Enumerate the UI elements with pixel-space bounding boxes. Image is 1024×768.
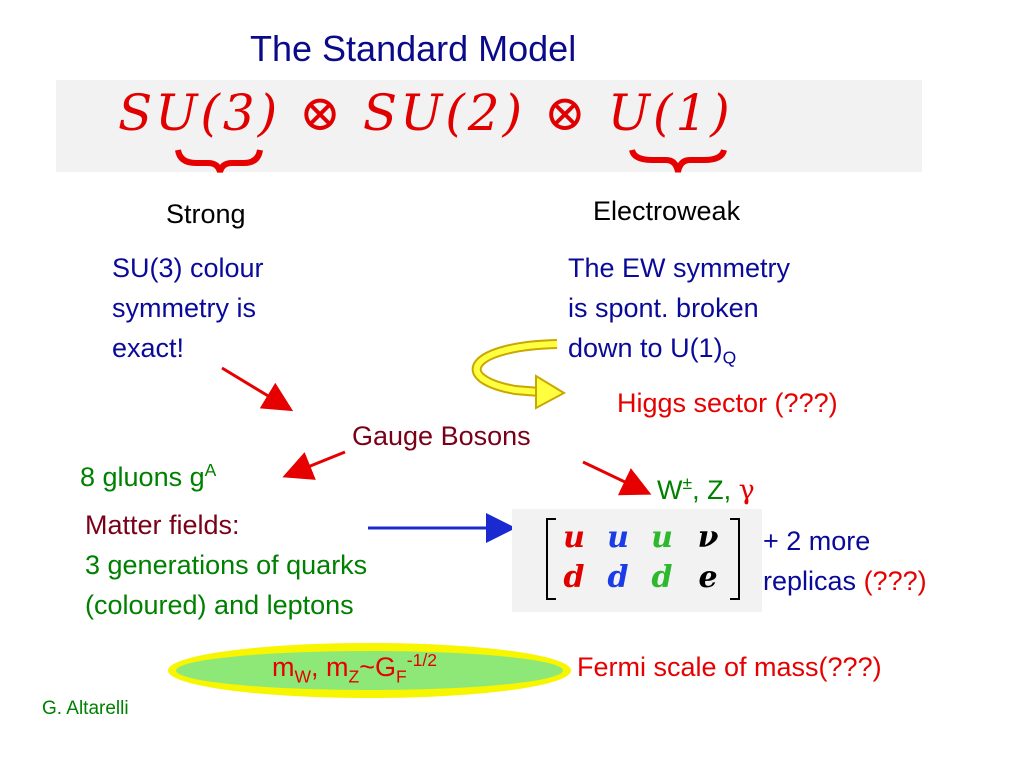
mass-formula-oval (168, 643, 571, 698)
matter-line: 3 generations of quarks (85, 550, 368, 580)
matrix-cell: d (651, 560, 673, 595)
u1-subscript: Q (722, 347, 737, 368)
strong-label: Strong (166, 199, 246, 229)
formula-background (56, 80, 922, 172)
matrix-cell: u (563, 520, 585, 555)
electroweak-description: The EW symmetry is spont. broken down to… (568, 248, 790, 377)
strong-description: SU(3) colour symmetry is exact! (112, 248, 264, 368)
photon-symbol: γ (738, 475, 755, 506)
matrix-cell: ν (697, 520, 719, 555)
curved-arrow-head (535, 374, 567, 410)
matter-line: (coloured) and leptons (85, 590, 354, 620)
ew-desc-line: The EW symmetry (568, 253, 791, 283)
ew-desc-line: down to U(1)Q (568, 333, 737, 368)
matrix-cell: d (607, 560, 629, 595)
matrix-cell: d (563, 560, 585, 595)
gauge-bosons-label: Gauge Bosons (352, 421, 531, 451)
ew-desc-line: is spont. broken (568, 293, 759, 323)
replicas-line: replicas (???) (763, 566, 927, 596)
matter-fields-text: Matter fields: 3 generations of quarks (… (85, 505, 367, 625)
bosons-to-gluons-arrow (282, 450, 346, 480)
matter-heading: Matter fields: (85, 510, 240, 540)
gauge-group-formula: SU(3) ⊗ SU(2) ⊗ U(1) (118, 84, 733, 142)
matrix-cell: u (607, 520, 629, 555)
mass-formula: mW, mZ~GF-1/2 (272, 650, 437, 687)
strong-desc-line: exact! (112, 333, 185, 363)
higgs-sector-label: Higgs sector (???) (617, 388, 838, 418)
matrix-cell: e (698, 560, 718, 595)
strong-desc-line: symmetry is (112, 293, 256, 323)
replicas-text: + 2 more replicas (???) (763, 521, 927, 601)
gluons-label: 8 gluons gA (80, 460, 217, 492)
fermion-matrix: u u u ν d d d e (546, 518, 740, 600)
page-title: The Standard Model (250, 28, 577, 69)
strong-desc-line: SU(3) colour (112, 253, 264, 283)
matrix-cell: u (651, 520, 673, 555)
replicas-line: + 2 more (763, 526, 871, 556)
electroweak-label: Electroweak (593, 196, 741, 226)
author-credit: G. Altarelli (42, 698, 129, 719)
ew-bosons-label: W±, Z, γ (657, 473, 755, 506)
strong-brace (175, 149, 263, 173)
matrix-background (512, 509, 762, 612)
bosons-to-ew-arrow (582, 460, 652, 496)
fermi-scale-label: Fermi scale of mass(???) (577, 652, 882, 682)
strong-to-bosons-arrow (221, 366, 294, 412)
electroweak-brace (629, 149, 727, 173)
